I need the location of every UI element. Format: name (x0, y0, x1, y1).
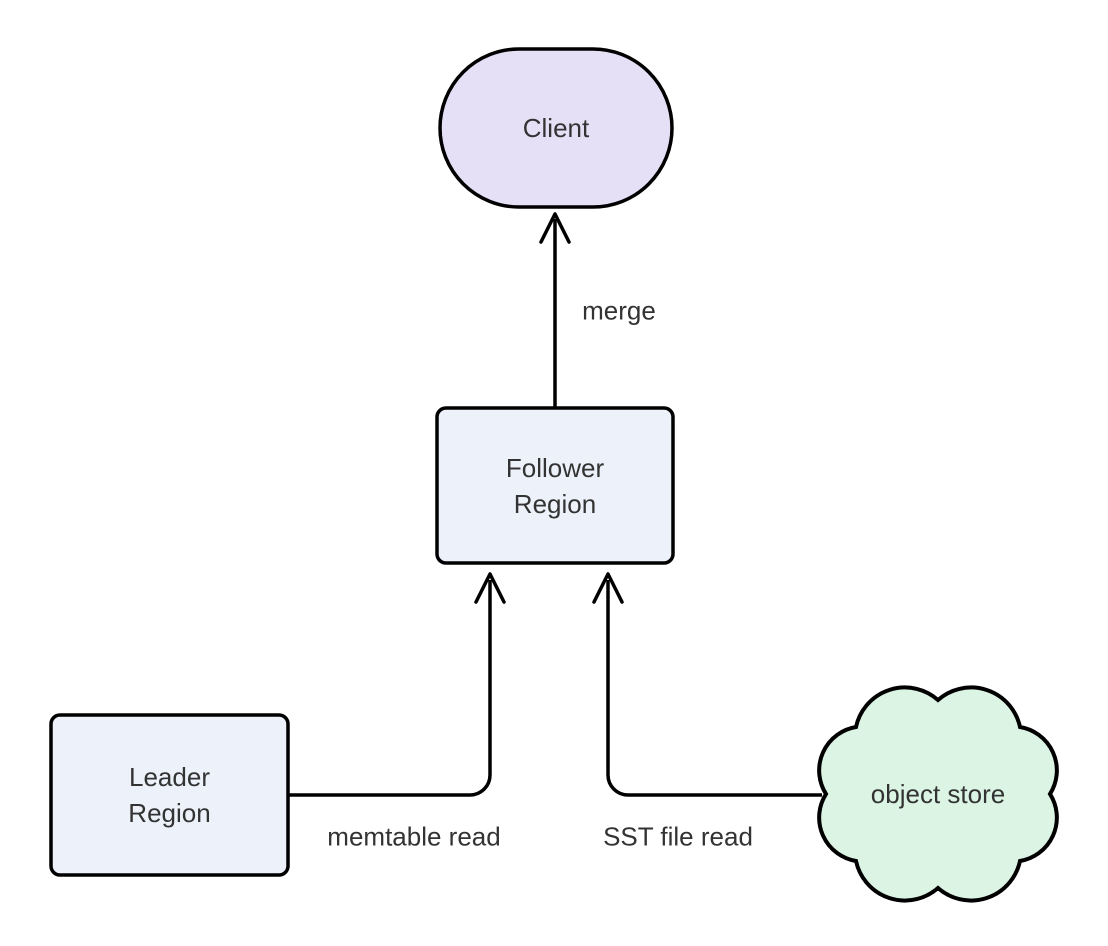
edge-memtable-read-line (289, 580, 492, 797)
leader-region-node (49, 713, 290, 877)
object-store-node-label-box: object store (818, 695, 1058, 893)
merge-edge-label: merge (582, 295, 656, 326)
sst-file-read-edge-label: SST file read (603, 821, 753, 852)
arrowhead-up-icon (474, 572, 506, 604)
arrowhead-up-icon (592, 572, 624, 604)
follower-region-label: Follower Region (505, 452, 605, 519)
client-node (438, 47, 674, 209)
memtable-read-edge-label: memtable read (327, 821, 501, 852)
leader-region-node-label-box: Leader Region (51, 715, 288, 875)
edge-memtable-read (289, 572, 506, 797)
edge-sst-file-read (592, 572, 822, 797)
leader-region-label: Leader Region (128, 762, 211, 828)
object-store-cloud-node (817, 685, 1059, 903)
edge-merge (539, 212, 571, 408)
follower-region-node (435, 406, 675, 565)
object-store-label: object store (870, 779, 1006, 809)
arrowhead-up-icon (539, 212, 571, 244)
client-label: Client (522, 113, 590, 143)
follower-region-node-label-box: Follower Region (437, 408, 673, 563)
edge-sst-file-read-line (606, 580, 822, 797)
client-node-label-box: Client (440, 49, 672, 207)
